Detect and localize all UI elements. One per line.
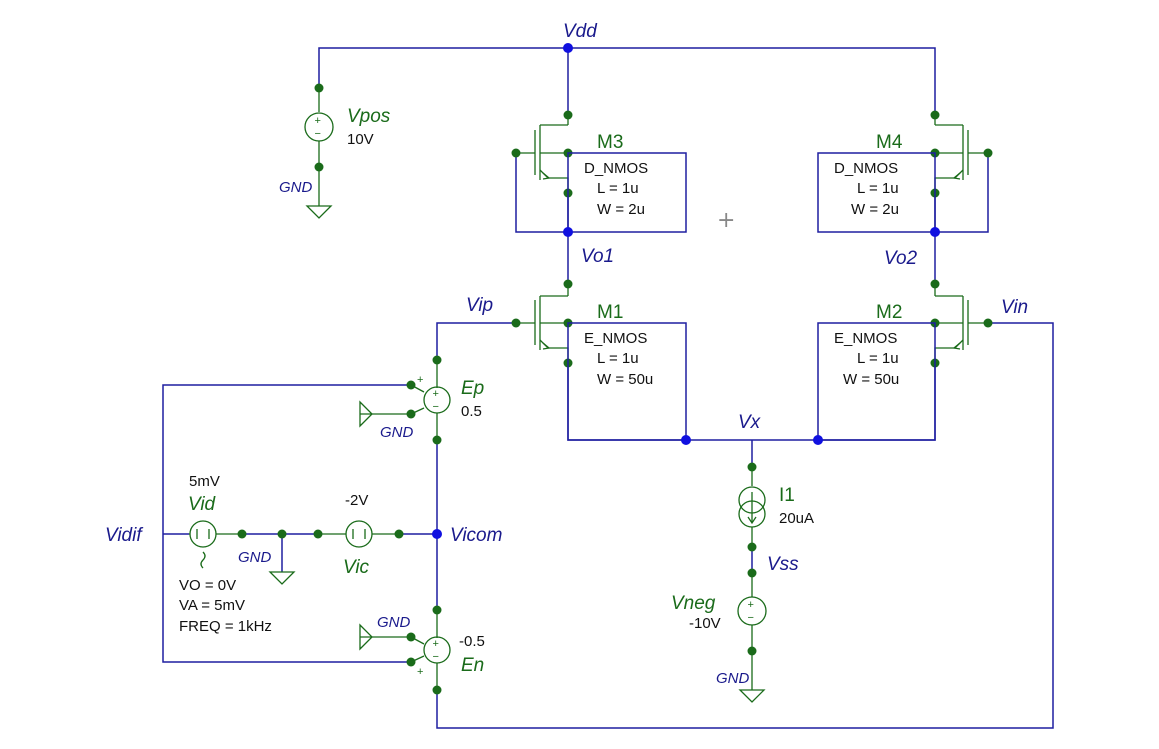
m4-width: W = 2u (851, 201, 899, 218)
cursor-crosshair: + (717, 208, 735, 233)
svg-text:−: − (433, 651, 439, 663)
net-nodes (432, 43, 940, 539)
vid-ref-label: Vid (188, 494, 217, 515)
ep-vcvs[interactable]: + − + (359, 355, 451, 445)
net-label-vin: Vin (1001, 297, 1028, 318)
svg-text:−: − (315, 128, 321, 140)
vid-va: VA = 5mV (179, 597, 245, 614)
i1-ref-label: I1 (779, 485, 795, 506)
vid-freq: FREQ = 1kHz (179, 618, 272, 635)
vpos-ref-label: Vpos (347, 106, 391, 127)
svg-text:+: + (748, 599, 754, 611)
m1-width: W = 50u (597, 371, 653, 388)
ground-symbol (305, 167, 333, 219)
vid-source[interactable] (189, 520, 247, 569)
gnd-label: GND (716, 670, 750, 687)
svg-text:−: − (748, 612, 754, 624)
m1-ref-label: M1 (597, 302, 623, 323)
vneg-value: -10V (689, 615, 721, 632)
m1-transistor[interactable] (511, 279, 573, 368)
svg-text:+: + (417, 374, 423, 386)
vic-source[interactable] (313, 520, 404, 548)
vic-ref-label: Vic (343, 557, 370, 578)
m2-width: W = 50u (843, 371, 899, 388)
net-label-vidif: Vidif (105, 525, 143, 546)
m4-label-box (817, 152, 936, 233)
ep-gain: 0.5 (461, 403, 482, 420)
net-label-vx: Vx (738, 412, 762, 433)
m4-transistor[interactable] (930, 110, 993, 198)
gnd-label: GND (238, 549, 272, 566)
m2-transistor[interactable] (930, 279, 993, 368)
vid-amplitude: 5mV (189, 473, 220, 490)
m2-label-box (817, 322, 936, 441)
m3-ref-label: M3 (597, 132, 623, 153)
en-vcvs[interactable]: + − + (359, 605, 451, 695)
m4-ref-label: M4 (876, 132, 903, 153)
svg-text:+: + (417, 666, 423, 678)
m4-length: L = 1u (857, 180, 899, 197)
net-label-vdd: Vdd (563, 21, 598, 42)
m1-label-box (567, 322, 687, 441)
net-label-vss: Vss (767, 554, 799, 575)
net-label-vicom: Vicom (450, 525, 502, 546)
svg-text:+: + (433, 638, 439, 650)
m2-length: L = 1u (857, 350, 899, 367)
net-label-vo2: Vo2 (884, 248, 918, 269)
m3-transistor[interactable] (511, 110, 573, 198)
vid-offset: VO = 0V (179, 577, 236, 594)
m2-ref-label: M2 (876, 302, 902, 323)
gnd-label: GND (380, 424, 414, 441)
net-label-vo1: Vo1 (581, 246, 614, 267)
ep-ref-label: Ep (461, 378, 484, 399)
en-ref-label: En (461, 655, 484, 676)
i1-current-source[interactable] (738, 462, 766, 552)
m3-width: W = 2u (597, 201, 645, 218)
en-gain: -0.5 (459, 633, 485, 650)
svg-text:−: − (433, 401, 439, 413)
m3-length: L = 1u (597, 180, 639, 197)
gnd-label: GND (279, 179, 313, 196)
m1-model: E_NMOS (584, 330, 647, 347)
m1-length: L = 1u (597, 350, 639, 367)
ground-symbol (268, 529, 296, 585)
net-label-vip: Vip (466, 295, 493, 316)
m3-model: D_NMOS (584, 160, 648, 177)
i1-value: 20uA (779, 510, 814, 527)
vpos-source[interactable]: + − (304, 83, 334, 172)
m3-label-box (567, 152, 687, 233)
vneg-ref-label: Vneg (671, 593, 716, 614)
gnd-label: GND (377, 614, 411, 631)
svg-text:+: + (315, 115, 321, 127)
m2-model: E_NMOS (834, 330, 897, 347)
svg-text:+: + (433, 388, 439, 400)
vpos-value: 10V (347, 131, 374, 148)
m4-model: D_NMOS (834, 160, 898, 177)
vic-value: -2V (345, 492, 368, 509)
vneg-source[interactable]: + − (737, 568, 767, 703)
